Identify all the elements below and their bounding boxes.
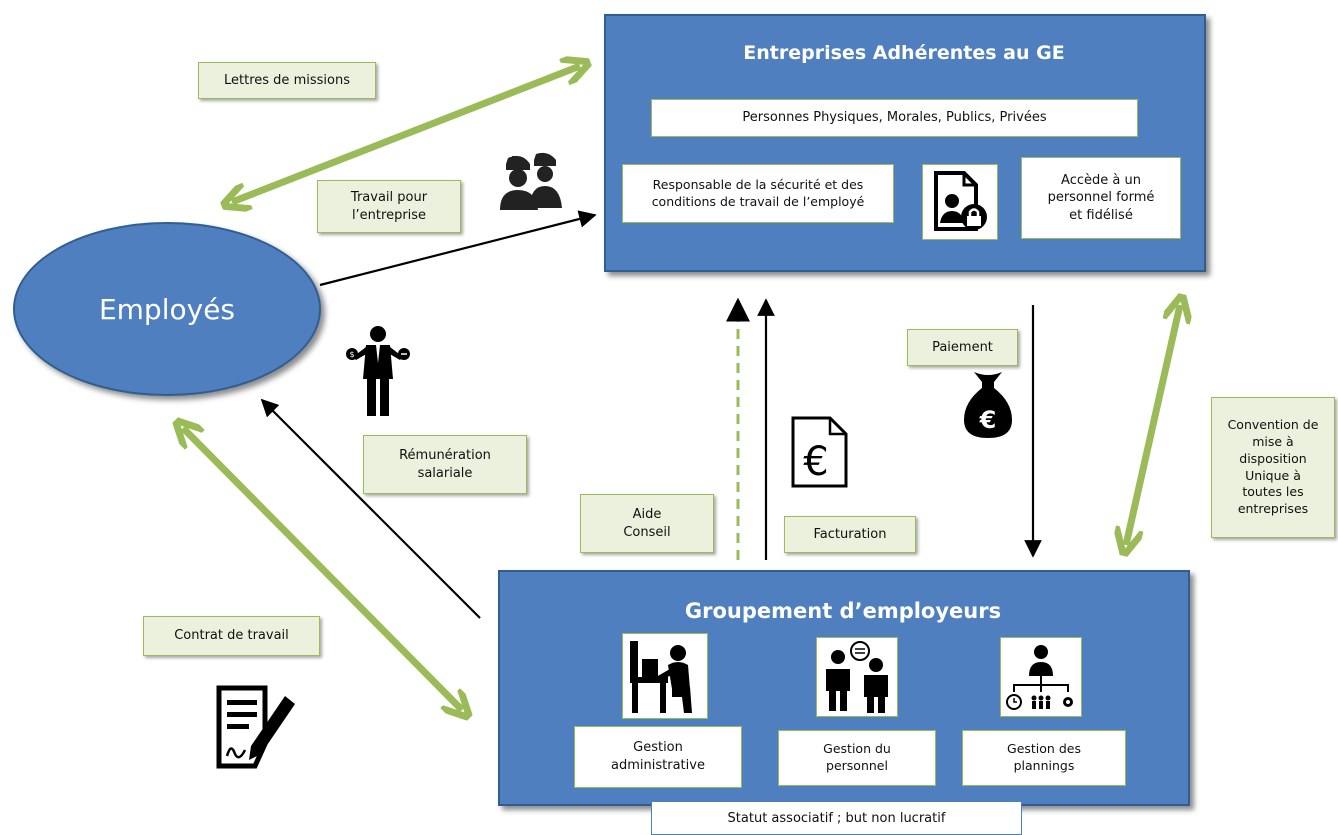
label-contract: Contrat de travail: [143, 616, 320, 656]
arrow-pay: [260, 398, 481, 619]
label-convention: Convention de mise à disposition Unique …: [1211, 397, 1335, 538]
euro-invoice-icon: €: [791, 416, 848, 488]
label-billing: Facturation: [784, 516, 916, 553]
label-missions: Lettres de missions: [198, 62, 376, 99]
arrow-work: [319, 210, 597, 287]
group-title: Groupement d’employeurs: [684, 599, 1002, 623]
office-worker-icon: [622, 633, 708, 719]
group-admin: Gestion administrative: [574, 726, 742, 788]
arrow-missions: [232, 66, 580, 202]
arrow-convention: [1126, 305, 1180, 545]
svg-text:€: €: [803, 439, 828, 485]
employees-node: Employés: [13, 222, 321, 396]
companies-title: Entreprises Adhérentes au GE: [743, 42, 1065, 64]
label-payment: Paiement: [907, 329, 1018, 366]
group-planning: Gestion des plannings: [962, 730, 1126, 786]
euro-money-bag-icon: €: [964, 372, 1012, 438]
salary-balance-icon: $: [346, 326, 410, 416]
secure-document-icon: [922, 164, 998, 240]
label-work: Travail pour l’entreprise: [317, 180, 461, 233]
group-status: Statut associatif ; but non lucratif: [651, 802, 1022, 835]
arrow-contract: [183, 428, 462, 710]
group-staff: Gestion du personnel: [778, 730, 936, 786]
contract-sign-icon: [216, 685, 295, 769]
label-advice: Aide Conseil: [580, 494, 714, 553]
label-pay: Rémunération salariale: [363, 435, 527, 494]
people-talking-icon: [816, 637, 898, 717]
workers-icon: [500, 152, 562, 210]
svg-text:€: €: [979, 406, 997, 434]
employees-label: Employés: [98, 292, 236, 326]
companies-persons: Personnes Physiques, Morales, Publics, P…: [651, 99, 1138, 137]
svg-text:$: $: [349, 350, 354, 359]
companies-responsibility: Responsable de la sécurité et des condit…: [622, 164, 894, 223]
companies-access: Accède à un personnel formé et fidélisé: [1021, 157, 1181, 239]
planning-org-icon: [1000, 637, 1082, 717]
